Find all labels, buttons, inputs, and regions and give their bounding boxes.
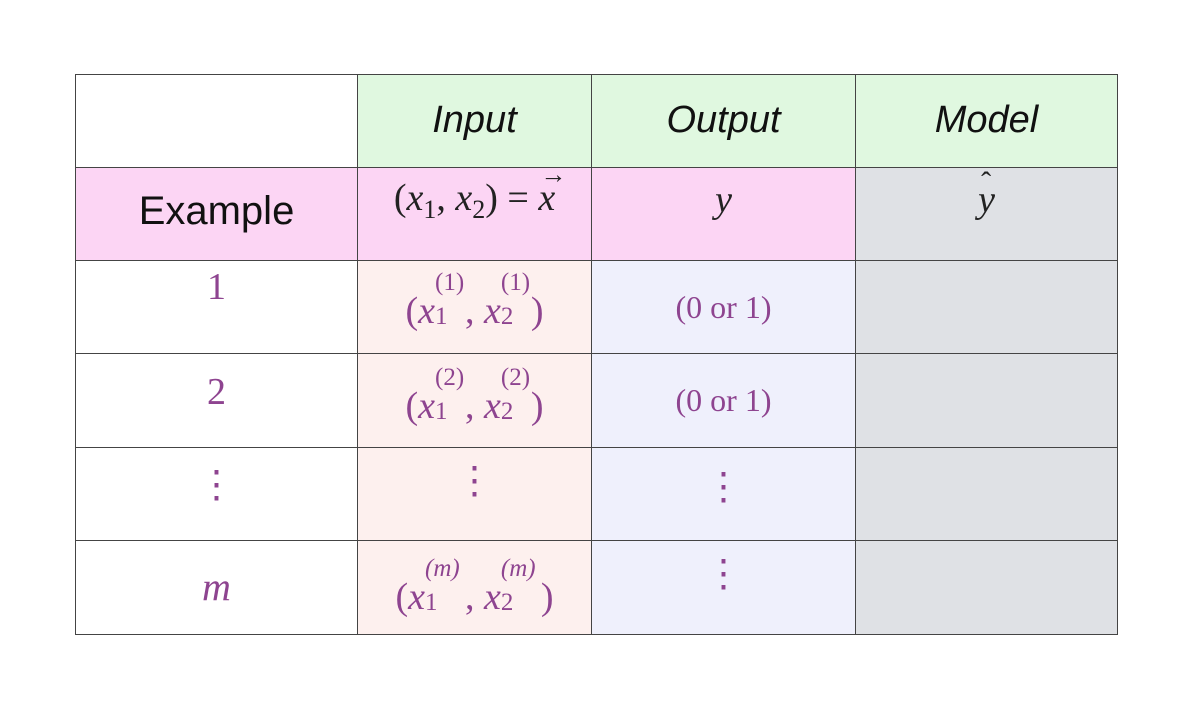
corner-cell (75, 74, 358, 168)
model-definition-cell: y (856, 168, 1118, 261)
row-index: 1 (207, 266, 226, 308)
output-value-cell: (0 or 1) (592, 354, 856, 448)
input-value-cell: ⋮ (358, 448, 592, 541)
output-value: (0 or 1) (675, 382, 772, 418)
output-value: (0 or 1) (675, 289, 772, 325)
index-cell: 1 (75, 261, 358, 354)
prediction-symbol: y (978, 168, 995, 222)
input-value: (x(1)1, x(1)2) (405, 269, 544, 332)
input-value-cell: (x(m)1, x(m)2) (358, 541, 592, 635)
model-header: Model (934, 99, 1039, 141)
input-header-cell: Input (358, 74, 592, 168)
output-header-cell: Output (592, 74, 856, 168)
model-value-cell (856, 541, 1118, 635)
output-symbol: y (715, 179, 732, 221)
index-cell: m (75, 541, 358, 635)
model-value-cell (856, 261, 1118, 354)
index-cell: 2 (75, 354, 358, 448)
input-value: (x(m)1, x(m)2) (395, 555, 554, 618)
output-value-cell: ⋮ (592, 448, 856, 541)
example-label-cell: Example (75, 168, 358, 261)
index-cell: ⋮ (75, 448, 358, 541)
row-index-vdots: ⋮ (197, 464, 236, 506)
output-value-cell: ⋮ (592, 541, 856, 635)
vector-x: x (538, 168, 566, 220)
output-vdots: ⋮ (704, 466, 743, 508)
input-definition-cell: (x1, x2) = x (358, 168, 592, 261)
input-value-cell: (x(1)1, x(1)2) (358, 261, 592, 354)
example-label: Example (138, 189, 295, 233)
model-value-cell (856, 354, 1118, 448)
input-definition: (x1, x2) = x (358, 168, 591, 225)
row-index: 2 (207, 371, 226, 413)
output-definition-cell: y (592, 168, 856, 261)
input-vdots: ⋮ (455, 460, 494, 502)
model-header-cell: Model (856, 74, 1118, 168)
input-header: Input (432, 99, 517, 141)
model-value-cell (856, 448, 1118, 541)
input-value-cell: (x(2)1, x(2)2) (358, 354, 592, 448)
dataset-table: Input Output Model Example (x1, x2) = x … (75, 74, 1118, 635)
output-header: Output (666, 99, 781, 141)
output-value-cell: (0 or 1) (592, 261, 856, 354)
input-value: (x(2)1, x(2)2) (405, 364, 544, 427)
row-index: m (202, 564, 231, 609)
output-vdots: ⋮ (704, 553, 743, 595)
